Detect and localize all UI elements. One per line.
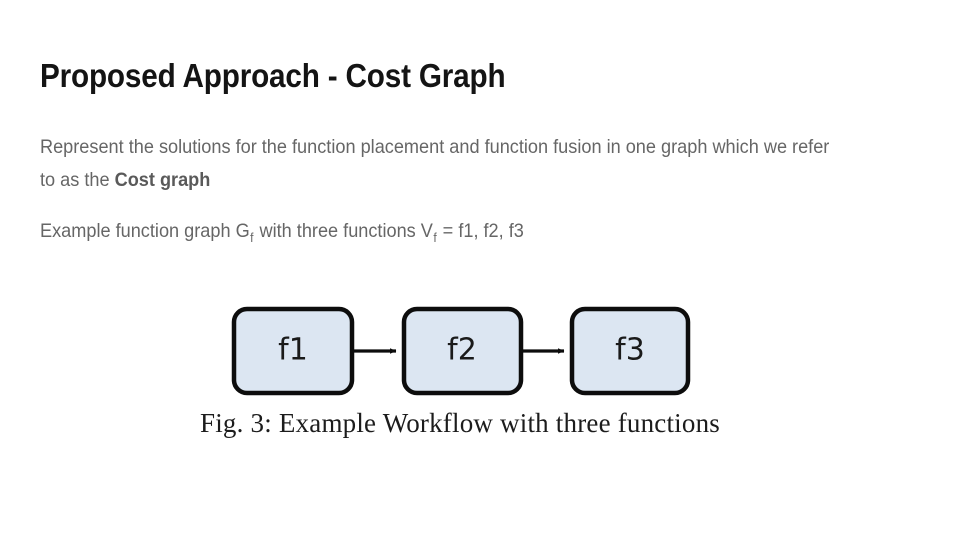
workflow-node-f3: f3 bbox=[569, 306, 691, 396]
paragraph-example-graph: Example function graph Gf with three fun… bbox=[40, 215, 849, 249]
figure-caption: Fig. 3: Example Workflow with three func… bbox=[200, 408, 720, 438]
workflow-node-f2-box bbox=[401, 306, 524, 396]
example-graph-lead: Example function graph G bbox=[40, 220, 250, 242]
workflow-node-f1-label: f1 bbox=[278, 333, 308, 368]
example-graph-mid: with three functions V bbox=[254, 220, 433, 242]
workflow-figure: f1 f2 f3 Fig. 3: Example Workflow with t… bbox=[150, 296, 770, 456]
workflow-node-f3-label: f3 bbox=[615, 333, 645, 368]
workflow-node-f1-box bbox=[231, 306, 355, 396]
subscript-f-vertices: f bbox=[433, 230, 437, 245]
body-text-block: Represent the solutions for the function… bbox=[40, 131, 910, 249]
workflow-node-f2-label: f2 bbox=[447, 333, 477, 368]
example-graph-tail: = f1, f2, f3 bbox=[437, 220, 524, 242]
page-title: Proposed Approach - Cost Graph bbox=[40, 57, 506, 94]
paragraph-cost-graph-lead: Represent the solutions for the function… bbox=[40, 136, 830, 191]
workflow-node-f3-box bbox=[569, 306, 691, 396]
workflow-node-f1: f1 bbox=[231, 306, 355, 396]
paragraph-cost-graph-emphasis: Cost graph bbox=[114, 169, 211, 191]
workflow-diagram: f1 f2 f3 bbox=[231, 306, 691, 396]
paragraph-cost-graph: Represent the solutions for the function… bbox=[40, 131, 849, 197]
workflow-node-f2: f2 bbox=[401, 306, 524, 396]
subscript-f-graph: f bbox=[250, 230, 254, 245]
